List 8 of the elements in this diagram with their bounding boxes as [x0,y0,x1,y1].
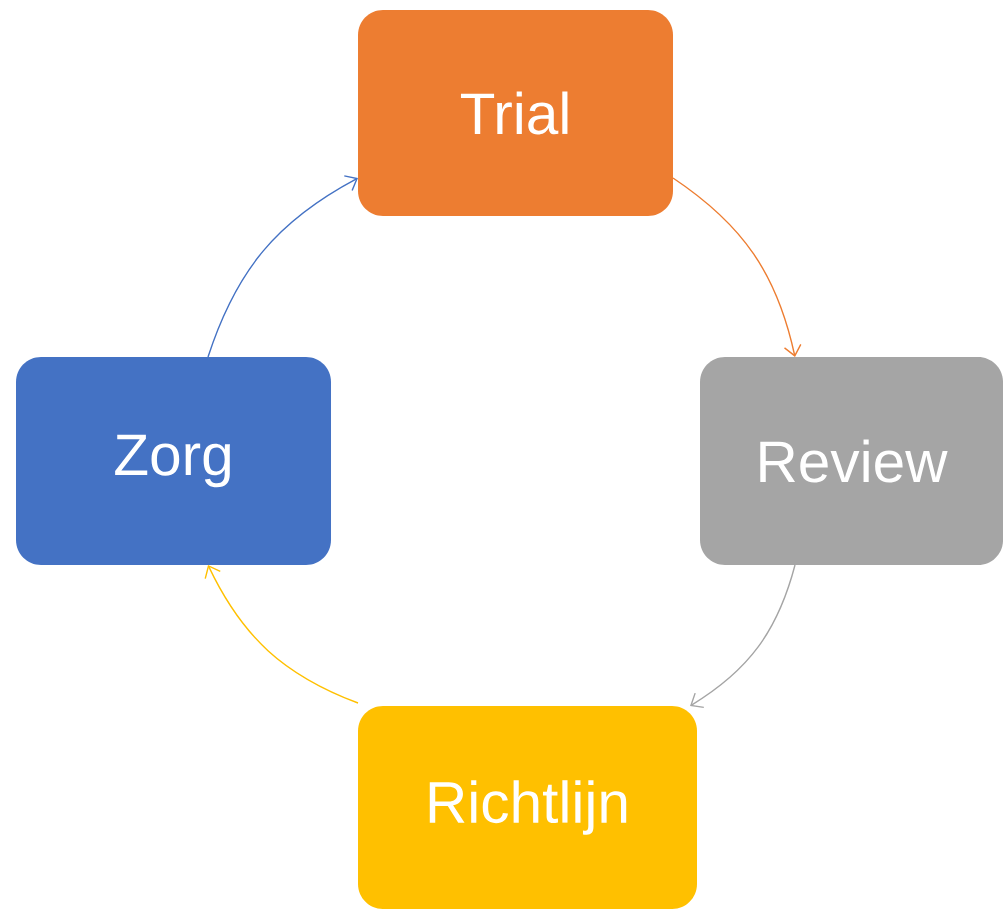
arrow [672,177,802,357]
process-box: Richtlijn [358,706,697,909]
arrow [690,564,796,709]
arrow [207,175,358,358]
process-box: Review [700,357,1003,565]
process-box: Zorg [16,357,331,565]
process-box: Trial [358,10,673,216]
arrow [204,565,359,704]
